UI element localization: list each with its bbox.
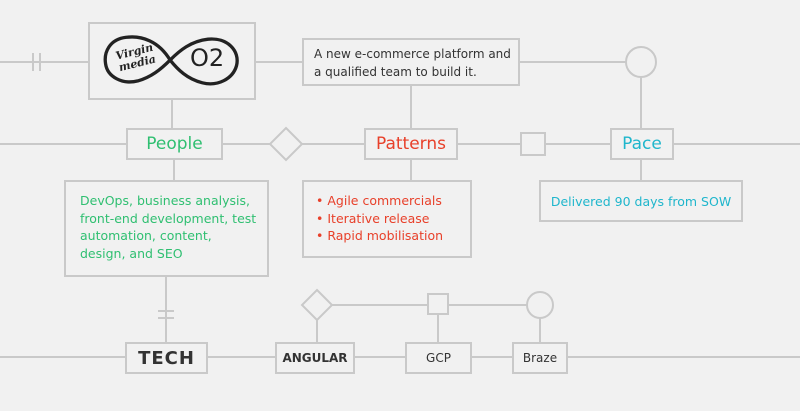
people-detail-box: DevOps, business analysis, front-end dev…	[64, 180, 269, 277]
intro-text: A new e-commerce platform and a qualifie…	[314, 47, 511, 79]
patterns-list: Agile commercials Iterative release Rapi…	[316, 192, 466, 245]
diamond-node-bottom	[300, 288, 334, 322]
diamond-node-mid	[268, 126, 304, 162]
pace-detail-text: Delivered 90 days from SOW	[550, 194, 732, 209]
infinity-loop-icon	[103, 35, 239, 86]
pace-detail-box: Delivered 90 days from SOW	[539, 180, 743, 222]
square-node-bottom	[427, 293, 449, 315]
patterns-label: Patterns	[364, 128, 458, 160]
brand-logo-box: Virgin media O2	[88, 22, 256, 100]
tech-item-angular: ANGULAR	[275, 342, 355, 374]
tech-item-gcp: GCP	[405, 342, 472, 374]
people-label: People	[126, 128, 223, 160]
tech-item-braze: Braze	[512, 342, 568, 374]
list-item: Iterative release	[316, 210, 466, 228]
patterns-detail-box: Agile commercials Iterative release Rapi…	[302, 180, 472, 258]
people-detail-text: DevOps, business analysis, front-end dev…	[80, 193, 257, 261]
circle-node-top	[625, 46, 657, 78]
o2-wordmark: O2	[190, 44, 225, 72]
list-item: Agile commercials	[316, 192, 466, 210]
intro-box: A new e-commerce platform and a qualifie…	[302, 38, 520, 86]
circle-node-bottom	[526, 291, 554, 319]
pace-label: Pace	[610, 128, 674, 160]
tech-label: TECH	[125, 342, 208, 374]
list-item: Rapid mobilisation	[316, 227, 466, 245]
square-node-mid	[520, 132, 546, 156]
